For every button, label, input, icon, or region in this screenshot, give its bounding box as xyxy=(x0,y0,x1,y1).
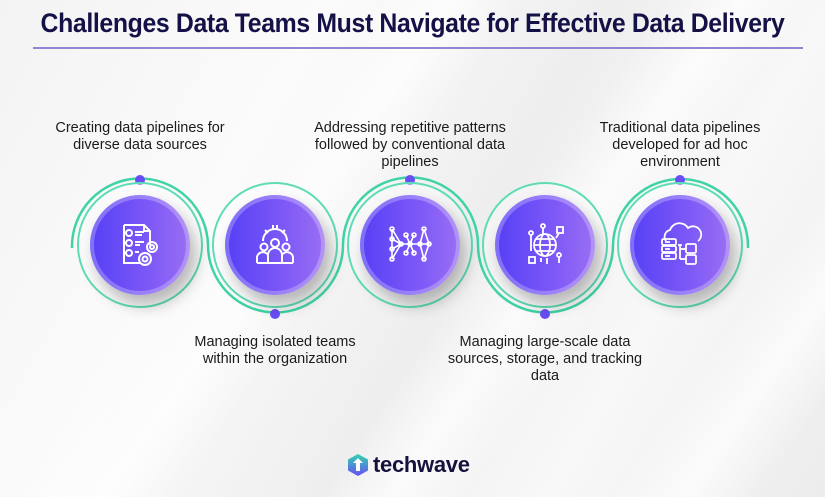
wave-dot xyxy=(540,309,550,319)
challenge-node-4 xyxy=(482,182,608,308)
challenge-label-5: Traditional data pipelines developed for… xyxy=(599,120,761,170)
node-disc xyxy=(225,195,325,295)
global-network-icon xyxy=(528,223,564,264)
title-divider xyxy=(33,47,803,49)
node-disc xyxy=(90,195,190,295)
page-title: Challenges Data Teams Must Navigate for … xyxy=(40,8,785,38)
brand-name: techwave xyxy=(373,452,470,477)
challenge-node-5 xyxy=(617,182,743,308)
node-disc xyxy=(630,195,730,295)
checklist-gears-icon xyxy=(123,224,158,266)
neural-network-icon xyxy=(389,226,432,262)
challenge-label-3: Addressing repetitive patterns followed … xyxy=(314,120,506,170)
cloud-server-icon xyxy=(661,222,703,265)
wave-dot xyxy=(270,309,280,319)
challenge-node-1 xyxy=(77,182,203,308)
challenge-label-1: Creating data pipelines for diverse data… xyxy=(55,120,225,153)
challenge-label-2: Managing isolated teams within the organ… xyxy=(194,334,356,367)
challenge-node-2 xyxy=(212,182,338,308)
challenge-node-3 xyxy=(347,182,473,308)
brand-logo: techwave xyxy=(347,452,470,478)
node-disc xyxy=(495,195,595,295)
hexagon-arrow-icon xyxy=(348,454,368,476)
node-disc xyxy=(360,195,460,295)
team-gear-icon xyxy=(256,225,294,264)
challenge-label-4: Managing large-scale data sources, stora… xyxy=(447,334,643,384)
